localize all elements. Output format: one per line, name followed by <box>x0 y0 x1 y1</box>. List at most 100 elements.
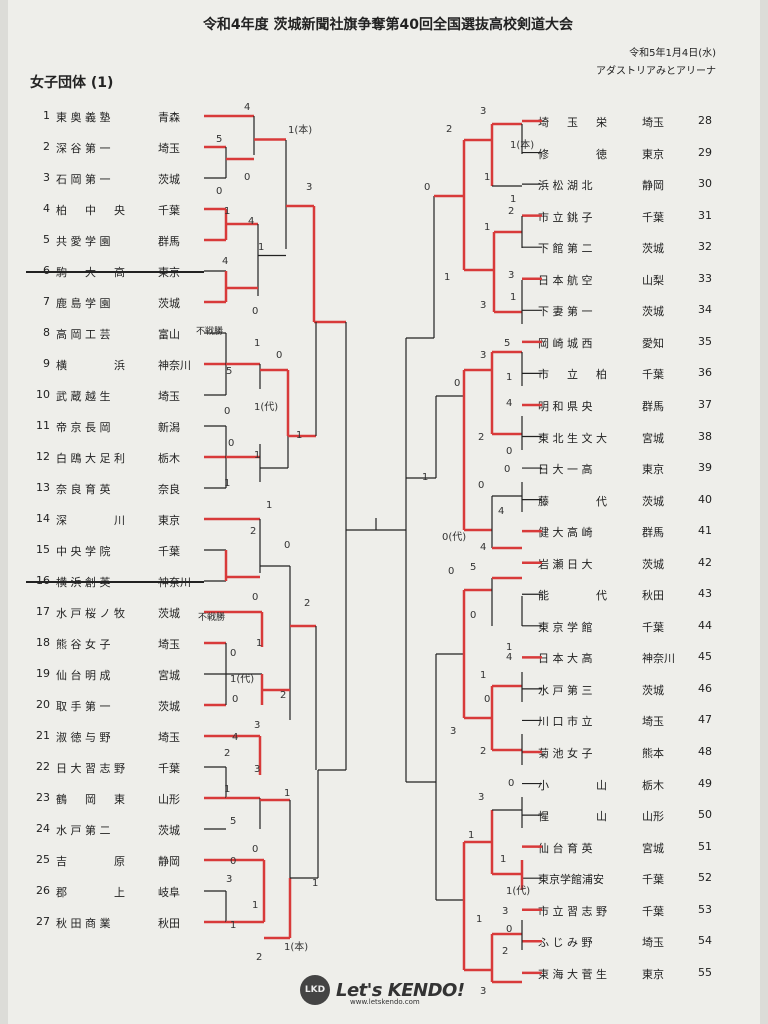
team-number: 51 <box>698 840 712 853</box>
team-number: 3 <box>43 171 50 184</box>
score-mark: 0 <box>508 778 515 789</box>
team-prefecture: 東京 <box>642 968 664 981</box>
team-prefecture: 埼玉 <box>642 715 664 728</box>
score-mark: 3 <box>306 182 313 193</box>
team-name: 明 和 県 央 <box>538 400 593 413</box>
score-mark: 5 <box>230 816 237 827</box>
team-name: 深 谷 第 一 <box>56 142 111 155</box>
team-number: 27 <box>36 915 50 928</box>
team-name: 市 立 柏 <box>538 368 607 381</box>
score-mark: 0 <box>224 406 231 417</box>
score-mark: 1(本) <box>288 125 313 136</box>
score-mark: 2 <box>224 748 231 759</box>
team-prefecture: 千葉 <box>642 368 664 381</box>
team-number: 39 <box>698 461 712 474</box>
score-mark: 2 <box>304 598 311 609</box>
score-mark: 1 <box>480 670 487 681</box>
team-number: 18 <box>36 636 50 649</box>
team-name: 淑 徳 与 野 <box>56 731 111 744</box>
team-prefecture: 茨城 <box>642 684 664 697</box>
team-prefecture: 神奈川 <box>642 652 675 665</box>
team-prefecture: 茨城 <box>158 297 180 310</box>
score-mark: 1 <box>444 272 451 283</box>
team-name: 秋 田 商 業 <box>56 917 111 930</box>
score-mark: 0 <box>216 186 223 197</box>
team-name: 水 戸 桜 ノ 牧 <box>56 607 125 620</box>
team-prefecture: 埼玉 <box>158 638 180 651</box>
team-name: 能 代 <box>538 589 607 602</box>
team-prefecture: 熊本 <box>642 747 664 760</box>
team-name: 川 口 市 立 <box>538 715 593 728</box>
team-prefecture: 埼玉 <box>642 116 664 129</box>
team-prefecture: 千葉 <box>158 204 180 217</box>
team-name: 共 愛 学 園 <box>56 235 111 248</box>
team-number: 20 <box>36 698 50 711</box>
team-number: 5 <box>43 233 50 246</box>
score-mark: 3 <box>254 720 261 731</box>
team-number: 1 <box>43 109 50 122</box>
team-name: 菊 池 女 子 <box>538 747 593 760</box>
score-mark: 1 <box>468 830 475 841</box>
team-number: 28 <box>698 114 712 127</box>
team-number: 8 <box>43 326 50 339</box>
team-number: 23 <box>36 791 50 804</box>
team-name: 仙 台 明 成 <box>56 669 111 682</box>
team-prefecture: 秋田 <box>642 589 664 602</box>
team-name: 石 岡 第 一 <box>56 173 111 186</box>
team-number: 37 <box>698 398 712 411</box>
strikethrough <box>26 581 204 583</box>
score-mark: 1 <box>258 242 265 253</box>
team-number: 10 <box>36 388 50 401</box>
team-name: 白 鴎 大 足 利 <box>56 452 125 465</box>
team-name: 藤 代 <box>538 495 607 508</box>
score-mark: 2 <box>480 746 487 757</box>
team-name: 水 戸 第 三 <box>538 684 593 697</box>
team-prefecture: 神奈川 <box>158 576 191 589</box>
team-prefecture: 新潟 <box>158 421 180 434</box>
team-prefecture: 宮城 <box>642 432 664 445</box>
score-mark: 0 <box>504 464 511 475</box>
team-number: 26 <box>36 884 50 897</box>
left-team-row: 7 鹿 島 学 園 茨城 <box>30 295 220 310</box>
team-number: 42 <box>698 556 712 569</box>
score-mark: 1 <box>476 914 483 925</box>
team-prefecture: 愛知 <box>642 337 664 350</box>
team-name: 横 浜 <box>56 359 125 372</box>
team-prefecture: 茨城 <box>158 607 180 620</box>
team-prefecture: 千葉 <box>158 762 180 775</box>
bracket-sheet: 令和4年度 茨城新聞社旗争奪第40回全国選抜高校剣道大会 令和5年1月4日(水)… <box>8 0 760 1024</box>
walkover-note-6: 不戦勝 <box>196 327 224 337</box>
score-mark: 1 <box>224 206 231 217</box>
team-name: 鹿 島 学 園 <box>56 297 111 310</box>
score-mark: 1 <box>296 430 303 441</box>
team-name: 高 岡 工 芸 <box>56 328 111 341</box>
score-mark: 0 <box>448 566 455 577</box>
score-mark: 1 <box>484 172 491 183</box>
team-name: 市 立 銚 子 <box>538 211 593 224</box>
team-number: 7 <box>43 295 50 308</box>
score-mark: 1 <box>484 222 491 233</box>
team-prefecture: 青森 <box>158 111 180 124</box>
team-prefecture: 岐阜 <box>158 886 180 899</box>
team-number: 19 <box>36 667 50 680</box>
team-prefecture: 東京 <box>158 514 180 527</box>
score-mark: 4 <box>506 652 513 663</box>
team-number: 13 <box>36 481 50 494</box>
team-number: 43 <box>698 587 712 600</box>
score-mark: 1(本) <box>510 140 535 151</box>
